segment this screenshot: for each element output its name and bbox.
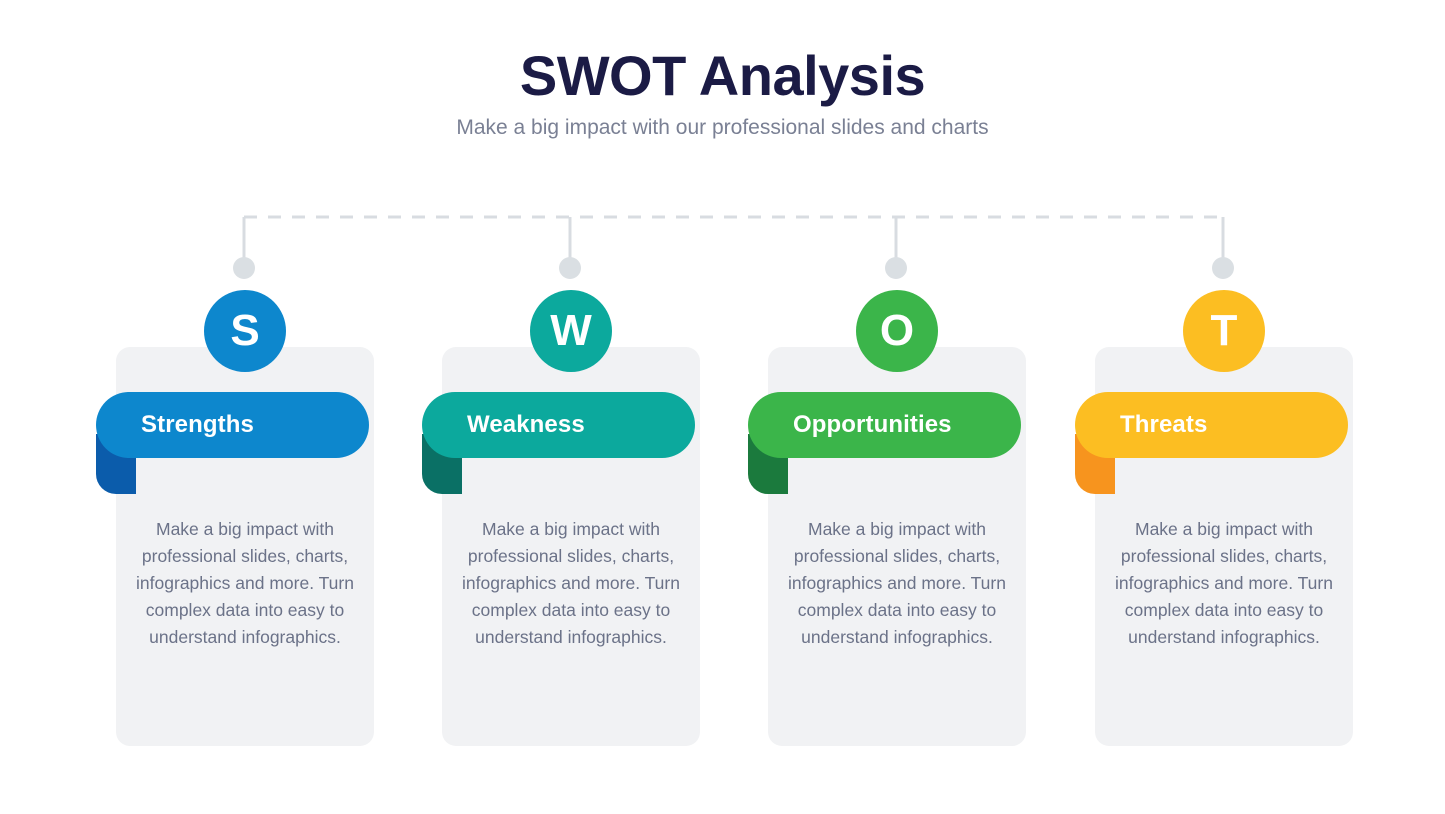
card-body-weakness: Make a big impact with professional slid…	[462, 519, 680, 647]
letter-badge-text-weakness: W	[550, 306, 592, 355]
letter-badge-weakness: W	[530, 290, 612, 372]
ribbon-label-strengths: Strengths	[141, 411, 254, 438]
letter-badge-opportunities: O	[856, 290, 938, 372]
card-body-threats: Make a big impact with professional slid…	[1115, 519, 1333, 647]
page-title: SWOT Analysis	[519, 44, 926, 107]
ribbon-banner-strengths[interactable]: Strengths	[96, 392, 369, 458]
swot-column-threats[interactable]: Threats T Make a big impact with profess…	[1075, 216, 1353, 756]
ribbon-label-weakness: Weakness	[467, 411, 585, 438]
ribbon-banner-threats[interactable]: Threats	[1075, 392, 1348, 458]
letter-badge-text-strengths: S	[230, 306, 260, 355]
ribbon-banner-weakness[interactable]: Weakness	[422, 392, 695, 458]
swot-column-opportunities[interactable]: Opportunities O Make a big impact with p…	[748, 216, 1026, 756]
ribbon-label-opportunities: Opportunities	[793, 411, 952, 438]
ribbon-label-threats: Threats	[1120, 411, 1208, 438]
card-body-strengths: Make a big impact with professional slid…	[136, 519, 354, 647]
swot-column-weakness[interactable]: Weakness W Make a big impact with profes…	[422, 216, 700, 756]
ribbon-banner-opportunities[interactable]: Opportunities	[748, 392, 1021, 458]
page-subtitle: Make a big impact with our professional …	[456, 116, 989, 139]
swot-column-strengths[interactable]: Strengths S Make a big impact with profe…	[96, 216, 374, 756]
letter-badge-text-opportunities: O	[879, 306, 915, 355]
letter-badge-text-threats: T	[1210, 306, 1238, 355]
card-body-opportunities: Make a big impact with professional slid…	[788, 519, 1006, 647]
letter-badge-strengths: S	[204, 290, 286, 372]
letter-badge-threats: T	[1183, 290, 1265, 372]
